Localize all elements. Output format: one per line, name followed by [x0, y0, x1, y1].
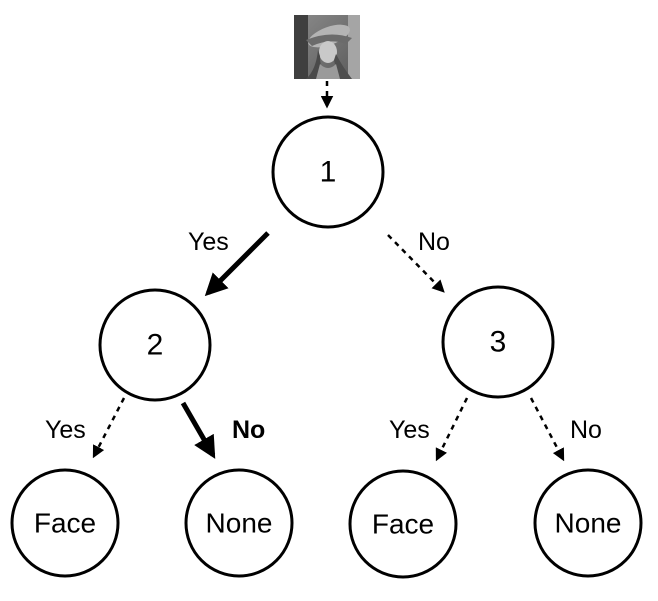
edge-1-to-3: [387, 234, 445, 293]
node-label-3: 3: [490, 326, 507, 359]
edge-label-2-face: Yes: [45, 416, 86, 444]
edge-label-1-2: Yes: [188, 228, 229, 256]
edge-2-to-face: [92, 397, 126, 459]
edge-label-2-none: No: [232, 416, 265, 444]
input-photo-icon: [294, 15, 360, 79]
leaf-label-none-right: None: [555, 508, 622, 539]
edge-label-1-3: No: [418, 228, 450, 256]
leaf-label-face-right: Face: [372, 509, 434, 540]
edge-3-to-none: [529, 397, 565, 462]
leaf-node-face-right: Face: [348, 469, 458, 579]
leaf-label-face-left: Face: [34, 508, 96, 539]
leaf-node-none-left: None: [184, 468, 294, 578]
leaf-node-none-right: None: [533, 468, 643, 578]
leaf-node-face-left: Face: [10, 468, 120, 578]
edge-2-to-none: [180, 401, 216, 459]
edge-3-to-face: [435, 397, 469, 462]
edge-1-to-2: [204, 231, 270, 297]
edge-label-3-none: No: [570, 416, 602, 444]
decision-node-2: 2: [98, 288, 212, 402]
node-label-2: 2: [147, 329, 164, 362]
decision-node-1: 1: [271, 115, 385, 229]
leaf-label-none-left: None: [206, 508, 273, 539]
edge-label-3-face: Yes: [389, 416, 430, 444]
node-label-1: 1: [320, 156, 337, 189]
decision-node-3: 3: [441, 285, 555, 399]
